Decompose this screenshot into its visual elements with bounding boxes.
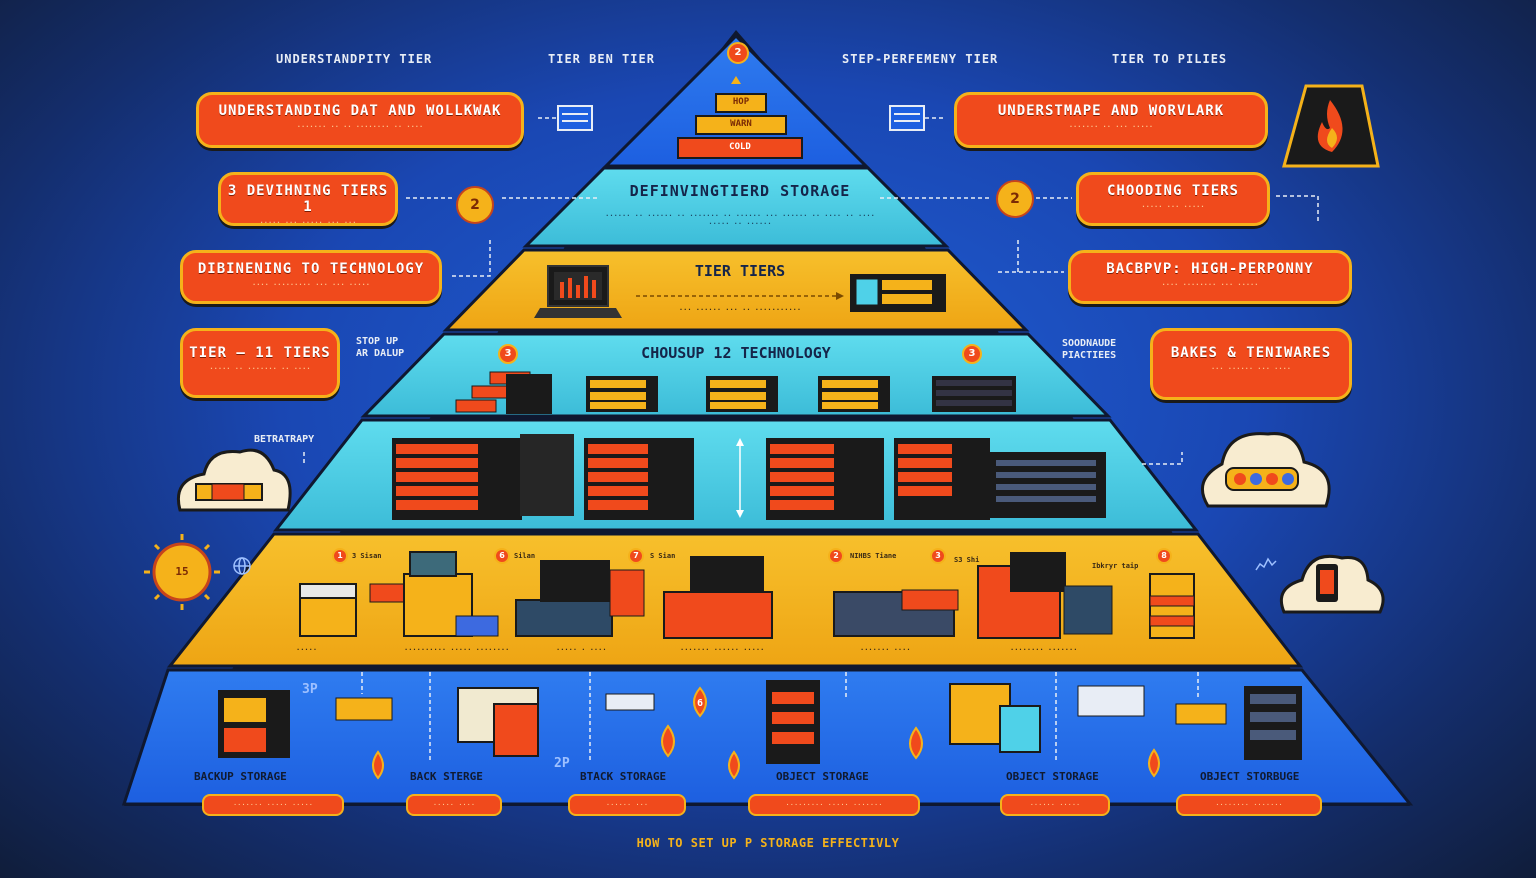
footer-caption: HOW TO SET UP P STORAGE EFFECTIVLY bbox=[636, 836, 900, 850]
tier-5-label-4: NIHBS Tiane bbox=[850, 552, 897, 560]
tier-5-badge-2: 6 bbox=[494, 548, 510, 564]
bottom-label-4: OBJECT STORAGE bbox=[776, 770, 869, 783]
header-col-4: TIER TO PILIES bbox=[1112, 52, 1228, 66]
tier-2-desc: ··· ······ ··· ·· ··········· bbox=[678, 306, 802, 314]
bottom-label-2: BACK STERGE bbox=[410, 770, 483, 783]
tier-1-title: DEFINVINGTIERD STORAGE bbox=[629, 182, 851, 200]
tier-5-badge-3: 7 bbox=[628, 548, 644, 564]
stack-label-hot: HOP bbox=[732, 97, 750, 107]
tier-5-label-6: Ibkryr taip bbox=[1092, 562, 1139, 570]
stack-label-warm: WARN bbox=[730, 119, 752, 129]
bottom-label-5: OBJECT STORAGE bbox=[1006, 770, 1099, 783]
tier-5-caption-5: ······· ···· bbox=[860, 646, 911, 654]
sun-label: 15 bbox=[175, 565, 189, 578]
tier-5-badge-4: 2 bbox=[828, 548, 844, 564]
left-step-4-sub: ····· ·· ······· ·· ···· bbox=[209, 365, 311, 373]
left-step-4-title: TIER – 11 TIERS bbox=[189, 345, 331, 361]
globe-icon bbox=[233, 557, 251, 575]
step-circle-left: 2 bbox=[456, 186, 494, 224]
tier-5-caption-6: ········ ······· bbox=[1010, 646, 1078, 654]
right-step-4-title: BAKES & TENIWARES bbox=[1170, 345, 1332, 361]
left-step-1-sub: ······· ·· ·· ········ ·· ···· bbox=[296, 123, 424, 131]
tier-5-caption-1: ····· bbox=[296, 646, 318, 654]
tier-5-badge-5: 3 bbox=[930, 548, 946, 564]
bottom-pill-5[interactable]: ······ ····· bbox=[1000, 794, 1110, 816]
tier-5-label-2: Silan bbox=[514, 552, 536, 560]
tier-3-title: CHOUSUP 12 TECHNOLOGY bbox=[641, 344, 831, 362]
tier-1-band bbox=[522, 166, 950, 248]
note-stop-up: STOP UP AR DALUP bbox=[356, 336, 405, 359]
header-col-1: UNDERSTANDPITY TIER bbox=[276, 52, 433, 66]
bottom-label-3: BTACK STORAGE bbox=[580, 770, 667, 783]
tier-5-label-3: S Sian bbox=[650, 552, 676, 560]
tier-6-drop-label: 6 bbox=[696, 698, 704, 709]
right-step-2[interactable]: CHOODING TIERS ····· ··· ····· bbox=[1076, 172, 1270, 226]
left-step-2[interactable]: 3 DEVIHNING TIERS 1 ····· ··· ····· ··· … bbox=[218, 172, 398, 227]
right-step-2-sub: ····· ··· ····· bbox=[1141, 203, 1205, 211]
storage-boxes-tier5 bbox=[299, 551, 1195, 639]
tier-5-badge-1: 1 bbox=[332, 548, 348, 564]
storage-icons-tier6 bbox=[218, 680, 1302, 764]
left-step-3-title: DIBINENING TO TECHNOLOGY bbox=[197, 261, 425, 277]
note-soodnaude: SOODNAUDE PIACTIEES bbox=[1062, 338, 1117, 361]
flame-icon bbox=[1282, 84, 1380, 168]
tier-3-badge-right: 3 bbox=[962, 344, 982, 364]
bottom-pill-6[interactable]: ········ ······· bbox=[1176, 794, 1322, 816]
tier-5-caption-3: ····· · ···· bbox=[556, 646, 607, 654]
tier-5-caption-4: ······· ······ ····· bbox=[680, 646, 765, 654]
tier-1-desc: ······ ·· ······ ·· ······· ·· ······ ··… bbox=[605, 212, 875, 228]
chart-mini-icon bbox=[1255, 557, 1277, 571]
bottom-pill-1[interactable]: ······· ····· ····· bbox=[202, 794, 344, 816]
left-step-4[interactable]: TIER – 11 TIERS ····· ·· ······· ·· ···· bbox=[180, 328, 340, 398]
rack-row-tier4 bbox=[392, 434, 1106, 520]
server-icon bbox=[850, 274, 946, 312]
tier-5-badge-6: 8 bbox=[1156, 548, 1172, 564]
status-dots bbox=[1225, 467, 1299, 491]
bottom-label-1: BACKUP STORAGE bbox=[194, 770, 287, 783]
annot-3p: 3P bbox=[302, 682, 318, 697]
left-step-1-title: UNDERSTANDING DAT AND WOLLKWAK bbox=[218, 103, 502, 119]
right-step-1[interactable]: UNDERSTMAPE AND WORVLARK ······· ·· ··· … bbox=[954, 92, 1268, 148]
bottom-pill-2[interactable]: ····· ···· bbox=[406, 794, 502, 816]
bottom-label-6: OBJECT STORBUGE bbox=[1200, 770, 1300, 783]
bottom-pill-4[interactable]: ········· ····· ······· bbox=[748, 794, 920, 816]
left-step-2-title: 3 DEVIHNING TIERS 1 bbox=[227, 183, 389, 215]
apex-badge: 2 bbox=[727, 42, 749, 64]
stack-label-cold: COLD bbox=[729, 142, 751, 152]
right-step-3-title: BACBPVP: HIGH-PERPONNY bbox=[1106, 261, 1314, 277]
right-step-1-title: UNDERSTMAPE AND WORVLARK bbox=[997, 103, 1225, 119]
note-betratrapy: BETRATRAPY bbox=[254, 434, 315, 445]
tier-5-label-5: S3 Shi bbox=[954, 556, 980, 564]
right-step-3-sub: ···· ········ ··· ····· bbox=[1161, 281, 1259, 289]
sun-icon bbox=[144, 534, 220, 610]
left-step-3-sub: ···· ········· ··· ··· ····· bbox=[251, 281, 370, 289]
server-row-tier3 bbox=[455, 371, 1016, 414]
document-icon bbox=[557, 105, 925, 131]
left-step-1[interactable]: UNDERSTANDING DAT AND WOLLKWAK ······· ·… bbox=[196, 92, 524, 148]
header-col-2: TIER BEN TIER bbox=[548, 52, 655, 66]
tier-2-title: TIER TIERS bbox=[694, 262, 786, 280]
right-step-3[interactable]: BACBPVP: HIGH-PERPONNY ···· ········ ···… bbox=[1068, 250, 1352, 304]
drop-icon bbox=[372, 686, 1160, 780]
annot-2p: 2P bbox=[554, 756, 570, 771]
tier-5-label-1: 3 Sisan bbox=[352, 552, 382, 560]
right-step-2-title: CHOODING TIERS bbox=[1106, 183, 1239, 199]
left-step-2-sub: ····· ··· ····· ··· ··· bbox=[259, 219, 357, 227]
apex-stack-icon bbox=[677, 76, 803, 159]
right-step-4-sub: ··· ······ ··· ···· bbox=[1210, 365, 1292, 373]
tier-5-caption-2: ·········· ····· ········ bbox=[404, 646, 510, 654]
right-step-1-sub: ······· ·· ··· ····· bbox=[1068, 123, 1154, 131]
step-circle-right: 2 bbox=[996, 180, 1034, 218]
phone-icon bbox=[1316, 564, 1338, 602]
right-step-4[interactable]: BAKES & TENIWARES ··· ······ ··· ···· bbox=[1150, 328, 1352, 400]
header-col-3: STEP-PERFEMENY TIER bbox=[842, 52, 999, 66]
connector-lines bbox=[303, 117, 1319, 760]
bottom-pill-3[interactable]: ······ ··· bbox=[568, 794, 686, 816]
left-step-3[interactable]: DIBINENING TO TECHNOLOGY ···· ········· … bbox=[180, 250, 442, 304]
tier-3-badge-left: 3 bbox=[498, 344, 518, 364]
laptop-icon bbox=[534, 265, 622, 318]
